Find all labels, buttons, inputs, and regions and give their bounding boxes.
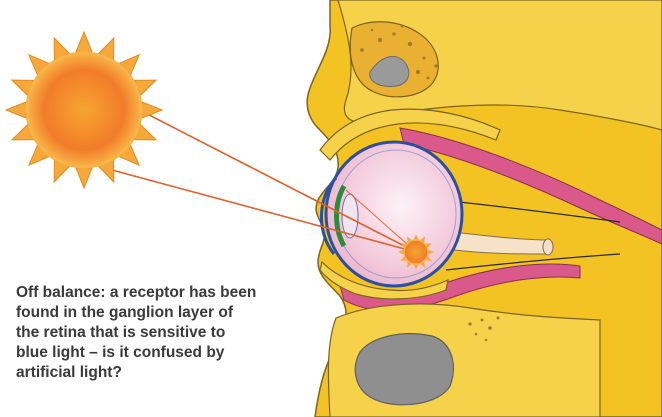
maxillary-sinus — [355, 334, 453, 405]
caption-text: Off balance: a receptor has been found i… — [16, 283, 316, 383]
sun-icon — [6, 32, 162, 188]
